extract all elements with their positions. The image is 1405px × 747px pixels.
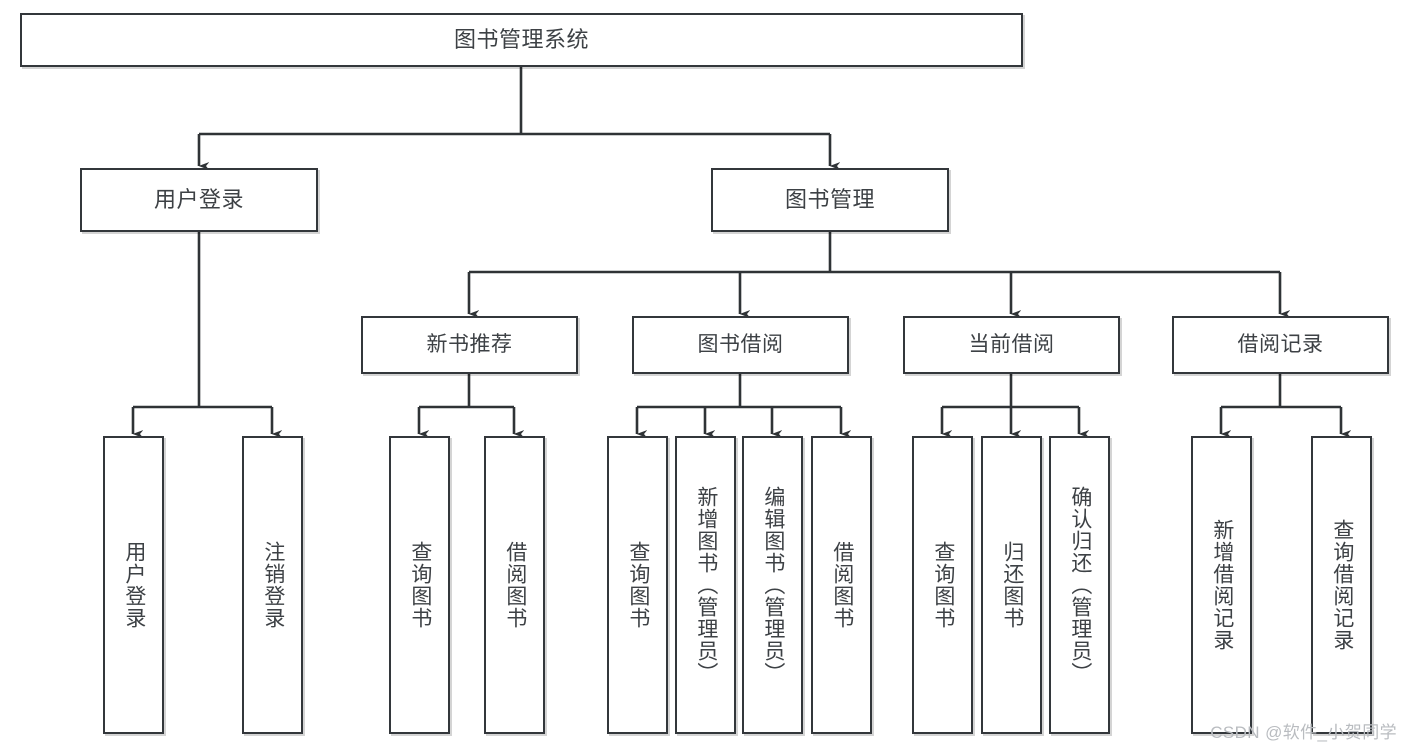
node-label: 用户登录 [122,541,146,629]
node-leaf-return-book[interactable]: 归还图书 [981,436,1042,734]
node-label: 归还图书 [1000,541,1024,629]
node-label: 借阅图书 [503,541,527,629]
node-label: 查询图书 [408,541,432,629]
node-leaf-logout-login[interactable]: 注销登录 [242,436,303,734]
node-label: 图书管理系统 [453,26,589,52]
node-label: 当前借阅 [968,333,1055,357]
node-user-login[interactable]: 用户登录 [80,168,318,232]
node-borrow-record[interactable]: 借阅记录 [1172,316,1389,374]
node-leaf-edit-book-admin[interactable]: 编辑图书（管理员） [742,436,803,734]
node-leaf-add-book-admin[interactable]: 新增图书（管理员） [675,436,736,734]
node-leaf-add-borrow-record[interactable]: 新增借阅记录 [1191,436,1252,734]
node-leaf-query-book-current[interactable]: 查询图书 [912,436,973,734]
node-leaf-query-borrow-record[interactable]: 查询借阅记录 [1311,436,1372,734]
node-label: 图书借阅 [697,333,784,357]
node-leaf-confirm-return-admin[interactable]: 确认归还（管理员） [1049,436,1110,734]
node-label: 新书推荐 [426,333,513,357]
node-label: 查询借阅记录 [1330,519,1354,651]
node-leaf-user-login[interactable]: 用户登录 [103,436,164,734]
node-label: 查询图书 [931,541,955,629]
node-current-borrow[interactable]: 当前借阅 [903,316,1120,374]
watermark-credit: CSDN @软件_小贺同学 [1210,723,1397,742]
node-label: 新增图书（管理员） [694,486,718,684]
node-label: 借阅记录 [1237,333,1324,357]
node-label: 注销登录 [261,541,285,629]
node-label: 确认归还（管理员） [1068,486,1092,684]
node-new-book-recommend[interactable]: 新书推荐 [361,316,578,374]
node-book-management[interactable]: 图书管理 [711,168,949,232]
node-leaf-query-book-borrow[interactable]: 查询图书 [607,436,668,734]
node-book-borrow[interactable]: 图书借阅 [632,316,849,374]
node-label: 借阅图书 [830,541,854,629]
node-leaf-borrow-book-recommend[interactable]: 借阅图书 [484,436,545,734]
node-label: 查询图书 [626,541,650,629]
node-leaf-query-book-recommend[interactable]: 查询图书 [389,436,450,734]
node-label: 新增借阅记录 [1210,519,1234,651]
node-root-book-management-system[interactable]: 图书管理系统 [20,13,1023,67]
node-leaf-borrow-book[interactable]: 借阅图书 [811,436,872,734]
node-label: 图书管理 [784,186,875,212]
node-label: 用户登录 [153,186,244,212]
node-label: 编辑图书（管理员） [761,486,785,684]
